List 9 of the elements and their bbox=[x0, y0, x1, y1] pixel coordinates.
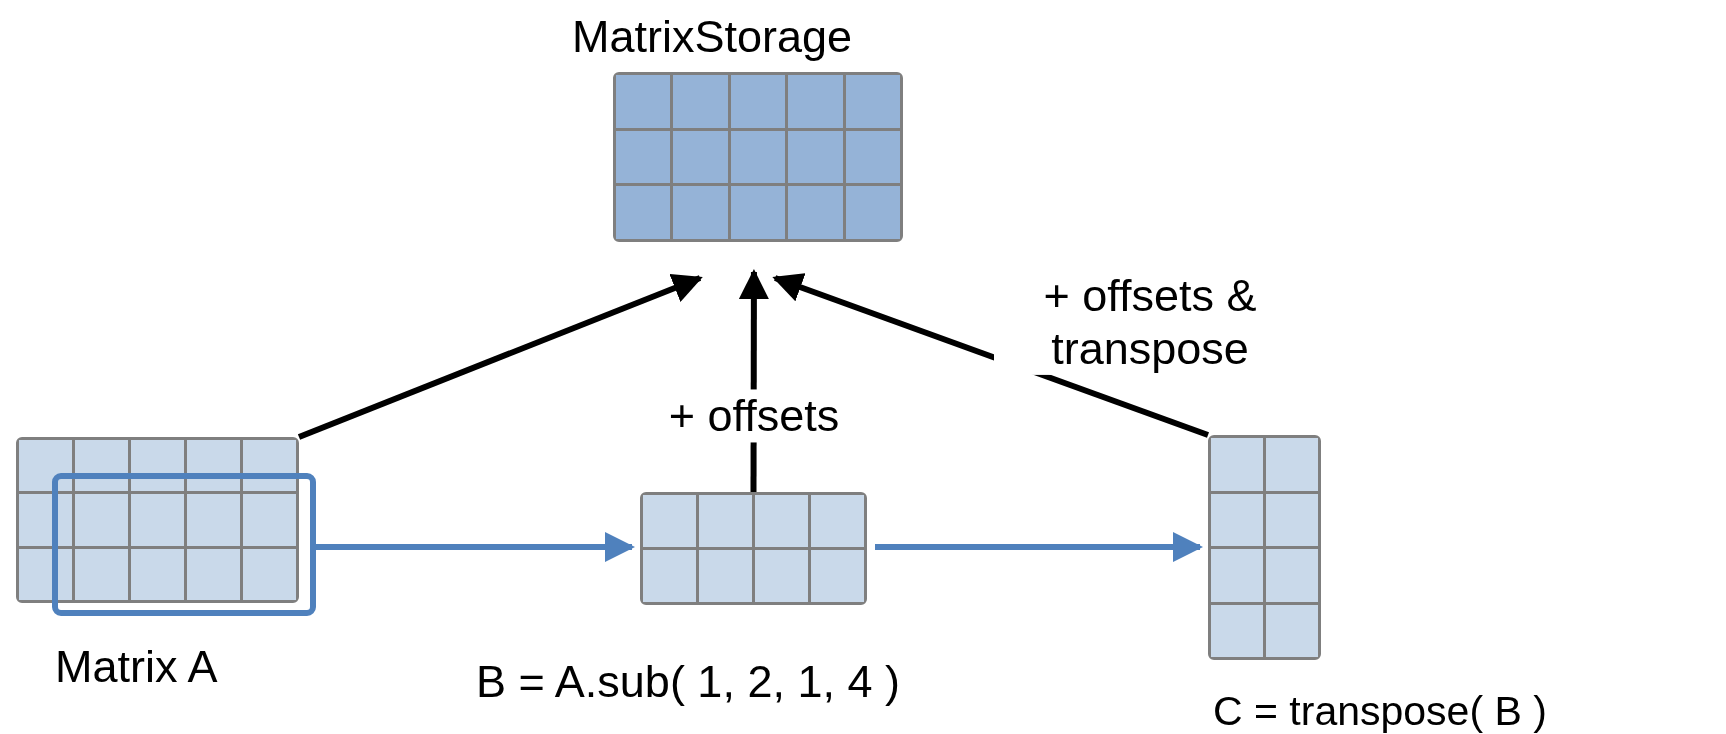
arrow bbox=[875, 532, 1203, 563]
matrix-label: B = A.sub( 1, 2, 1, 4 ) bbox=[476, 658, 900, 706]
selection-frame bbox=[52, 473, 316, 616]
matrix-label: C = transpose( B ) bbox=[1213, 690, 1547, 734]
arrow bbox=[297, 274, 703, 440]
arrow bbox=[772, 273, 1210, 438]
matrix-label: MatrixStorage bbox=[572, 13, 853, 61]
matrix-label: Matrix A bbox=[55, 643, 218, 691]
arrow bbox=[316, 532, 635, 562]
